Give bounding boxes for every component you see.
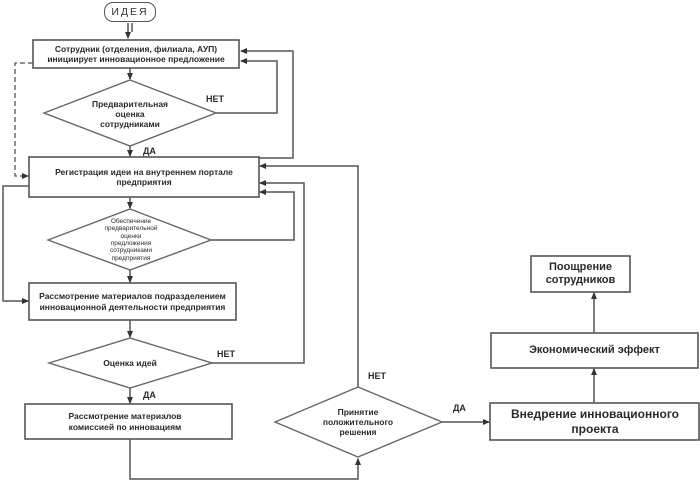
box-reward	[530, 255, 631, 293]
label-preliminary-eval: Предварительная оценка сотрудниками	[91, 98, 169, 130]
box-implementation	[489, 402, 700, 441]
label-positive-decision: Принятие положительного решения	[322, 406, 394, 438]
box-registration	[28, 156, 260, 198]
label-economic-effect: Экономический эффект	[529, 343, 660, 356]
edge-registration-to-review	[2, 185, 29, 304]
edge-idea-eval-no	[212, 180, 305, 364]
edge-label-no-1: НЕТ	[206, 94, 224, 104]
edge-label-yes-3: ДА	[453, 403, 466, 413]
edge-registration-to-employee	[240, 48, 294, 159]
edge-eval-no	[216, 58, 278, 114]
label-registration: Регистрация идеи на внутреннем портале п…	[55, 166, 233, 187]
box-review-commission	[24, 403, 233, 440]
edge-commission-to-decision	[129, 439, 361, 480]
edge-label-yes-1: ДА	[143, 146, 156, 156]
edge-decision-no	[259, 163, 359, 387]
label-employee-initiates: Сотрудник (отделения, филиала, АУП) иниц…	[47, 43, 225, 64]
edge-label-yes-2: ДА	[143, 390, 156, 400]
label-reward: Поощрение сотрудников	[545, 260, 616, 286]
label-ensure-eval: Обеспечение предварительной оценки предл…	[104, 217, 158, 262]
edge-label-no-3: НЕТ	[368, 371, 386, 381]
edge-dashed-bypass	[14, 62, 33, 179]
box-review-dept	[28, 282, 237, 321]
label-idea-eval: Оценка идей	[103, 357, 157, 368]
box-employee-initiates	[32, 39, 240, 69]
start-node-idea: ИДЕЯ	[104, 2, 156, 22]
edge-label-no-2: НЕТ	[217, 349, 235, 359]
label-implementation: Внедрение инновационного проекта	[510, 407, 680, 436]
label-review-commission: Рассмотрение материалов комиссией по инн…	[68, 411, 182, 432]
edge-ensure-loop	[211, 189, 295, 241]
box-economic-effect	[490, 332, 699, 369]
label-review-dept: Рассмотрение материалов подразделением и…	[39, 291, 226, 312]
